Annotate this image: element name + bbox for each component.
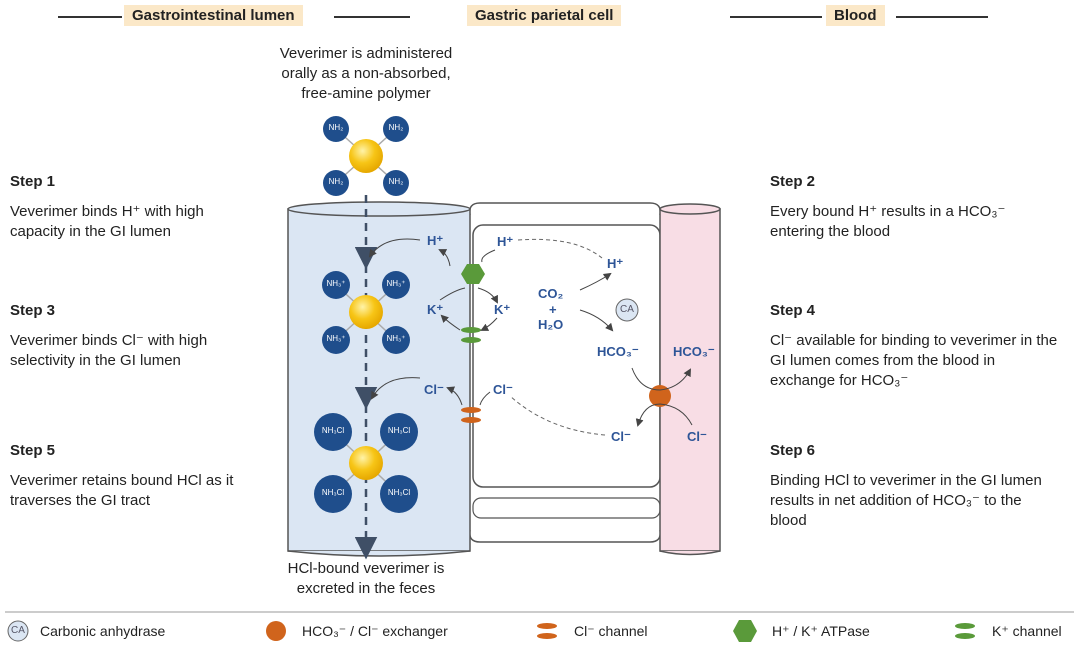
header-rule-left2 bbox=[334, 16, 410, 18]
header-rule-right2 bbox=[896, 16, 988, 18]
ion-cl-cell-lower: Cl⁻ bbox=[611, 429, 631, 444]
ion-h-lumen: H⁺ bbox=[427, 233, 444, 248]
header-rule-left bbox=[58, 16, 122, 18]
parietal-cell-outline bbox=[468, 202, 662, 216]
nh2-label: NH₂ bbox=[328, 123, 344, 132]
ca-label: CA bbox=[620, 304, 634, 315]
intro-line: free-amine polymer bbox=[301, 85, 431, 102]
nh3cl-label: NH₃Cl bbox=[321, 426, 345, 435]
header-rule-right bbox=[730, 16, 822, 18]
intro-line: orally as a non-absorbed, bbox=[281, 65, 451, 82]
orange-circle-exchanger-icon bbox=[649, 385, 671, 407]
intro-line: Veverimer is administered bbox=[279, 45, 453, 62]
step-2-text: Every bound H⁺ results in a HCO₃⁻ enteri… bbox=[770, 203, 1006, 240]
ion-k-lumen: K⁺ bbox=[427, 302, 444, 317]
nh3cl-label: NH₃Cl bbox=[387, 488, 411, 497]
step-6-title: Step 6 bbox=[770, 442, 816, 459]
plus-label: + bbox=[549, 302, 557, 317]
ion-hco3-blood: HCO₃⁻ bbox=[673, 344, 715, 359]
nh3-label: NH₃⁺ bbox=[386, 279, 406, 288]
legend-ca: Carbonic anhydrase bbox=[40, 623, 166, 639]
nh2-label: NH₂ bbox=[328, 177, 344, 186]
ion-h-cell: H⁺ bbox=[497, 234, 514, 249]
step-4-title: Step 4 bbox=[770, 302, 816, 319]
step-3-text: Veverimer binds Cl⁻ with high selectivit… bbox=[10, 332, 208, 369]
ion-h-product: H⁺ bbox=[607, 256, 624, 271]
gi-lumen-cylinder bbox=[287, 201, 471, 557]
header-cell: Gastric parietal cell bbox=[467, 5, 622, 26]
blood-vessel-cylinder bbox=[659, 203, 721, 556]
h2o-label: H₂O bbox=[538, 317, 564, 332]
legend-ca-badge: CA bbox=[11, 625, 25, 636]
legend-atpase: H⁺ / K⁺ ATPase bbox=[772, 623, 870, 639]
intro-text: Veverimer is administered orally as a no… bbox=[240, 44, 492, 104]
polymer-hcl-bound bbox=[314, 413, 418, 513]
ion-hco3-cell: HCO₃⁻ bbox=[597, 344, 639, 359]
step-5-text: Veverimer retains bound HCl as it traver… bbox=[10, 472, 234, 509]
ion-cl-lumen: Cl⁻ bbox=[424, 382, 444, 397]
ion-cl-blood: Cl⁻ bbox=[687, 429, 707, 444]
hexagon-atpase-icon bbox=[461, 264, 485, 284]
header-lumen: Gastrointestinal lumen bbox=[124, 5, 303, 26]
step-4-text: Cl⁻ available for binding to veverimer i… bbox=[770, 332, 1058, 389]
cl-channel-icon bbox=[461, 407, 481, 423]
step-6-text: Binding HCl to veverimer in the GI lumen… bbox=[770, 472, 1042, 529]
step-5-title: Step 5 bbox=[10, 442, 56, 459]
polymer-protonated bbox=[322, 271, 410, 354]
co2-label: CO₂ bbox=[538, 286, 564, 301]
outro-text: HCl-bound veverimer is excreted in the f… bbox=[240, 559, 492, 599]
polymer-free-amine bbox=[323, 116, 409, 196]
step-1-text: Veverimer binds H⁺ with high capacity in… bbox=[10, 203, 204, 240]
ion-cl-cell: Cl⁻ bbox=[493, 382, 513, 397]
step-1-title: Step 1 bbox=[10, 173, 56, 190]
outro-line: HCl-bound veverimer is bbox=[287, 560, 445, 577]
nh3cl-label: NH₃Cl bbox=[387, 426, 411, 435]
step-3-title: Step 3 bbox=[10, 302, 56, 319]
nh3cl-label: NH₃Cl bbox=[321, 488, 345, 497]
header-blood: Blood bbox=[826, 5, 885, 26]
ca-circle-icon bbox=[615, 298, 639, 322]
ion-k-cell: K⁺ bbox=[494, 302, 511, 317]
legend-cl-channel: Cl⁻ channel bbox=[574, 623, 648, 639]
k-channel-icon bbox=[461, 327, 481, 343]
nh3-label: NH₃⁺ bbox=[326, 334, 346, 343]
legend-k-channel: K⁺ channel bbox=[992, 623, 1062, 639]
step-2-title: Step 2 bbox=[770, 173, 816, 190]
legend-exchanger: HCO₃⁻ / Cl⁻ exchanger bbox=[302, 623, 448, 639]
nh2-label: NH₂ bbox=[388, 123, 404, 132]
nh3-label: NH₃⁺ bbox=[386, 334, 406, 343]
outro-line: excreted in the feces bbox=[296, 580, 436, 597]
nh2-label: NH₂ bbox=[388, 177, 404, 186]
nh3-label: NH₃⁺ bbox=[326, 279, 346, 288]
